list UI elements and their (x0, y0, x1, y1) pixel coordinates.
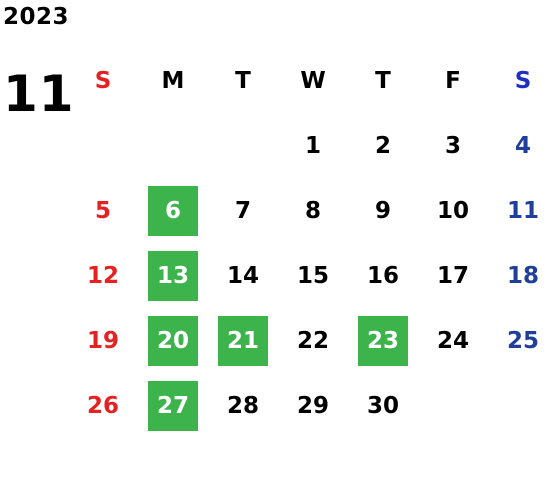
weekday-header: S (94, 67, 112, 94)
day-cell: 8 (278, 178, 348, 243)
weekday-header: M (161, 67, 185, 94)
empty-cell (488, 373, 548, 438)
day-cell: 13 (138, 243, 208, 308)
day-cell: 14 (208, 243, 278, 308)
highlighted-day[interactable]: 27 (148, 380, 198, 431)
day-number[interactable]: 29 (296, 392, 329, 419)
highlighted-day[interactable]: 21 (218, 315, 268, 366)
day-number[interactable]: 15 (296, 262, 329, 289)
day-number[interactable]: 17 (436, 262, 469, 289)
day-cell: 9 (348, 178, 418, 243)
day-number[interactable]: 28 (226, 392, 259, 419)
day-number[interactable]: 4 (514, 132, 531, 159)
day-cell: 23 (348, 308, 418, 373)
day-cell: 11 (488, 178, 548, 243)
day-cell: 2 (348, 113, 418, 178)
day-number[interactable]: 22 (296, 327, 329, 354)
day-number[interactable]: 25 (506, 327, 539, 354)
weekday-header: T (375, 67, 391, 94)
day-number[interactable]: 24 (436, 327, 469, 354)
day-cell: 17 (418, 243, 488, 308)
empty-cell (138, 113, 208, 178)
day-number[interactable]: 11 (506, 197, 539, 224)
day-cell: 26 (68, 373, 138, 438)
weekday-header: T (235, 67, 251, 94)
day-cell: 29 (278, 373, 348, 438)
highlighted-day[interactable]: 20 (148, 315, 198, 366)
day-cell: 6 (138, 178, 208, 243)
day-cell: 15 (278, 243, 348, 308)
day-cell: 19 (68, 308, 138, 373)
day-cell: 1 (278, 113, 348, 178)
weekday-header: S (514, 67, 532, 94)
day-cell: 18 (488, 243, 548, 308)
day-number[interactable]: 5 (94, 197, 111, 224)
day-cell: 25 (488, 308, 548, 373)
month-label: 11 (3, 65, 75, 123)
highlighted-day[interactable]: 23 (358, 315, 408, 366)
day-number[interactable]: 18 (506, 262, 539, 289)
day-cell: 10 (418, 178, 488, 243)
day-number[interactable]: 7 (234, 197, 251, 224)
year-label: 2023 (3, 4, 70, 30)
empty-cell (208, 113, 278, 178)
day-number[interactable]: 3 (444, 132, 461, 159)
day-cell: 28 (208, 373, 278, 438)
day-cell: 21 (208, 308, 278, 373)
day-number[interactable]: 12 (86, 262, 119, 289)
day-cell: 20 (138, 308, 208, 373)
day-number[interactable]: 16 (366, 262, 399, 289)
day-number[interactable]: 1 (304, 132, 321, 159)
weekday-header: F (445, 67, 461, 94)
empty-cell (418, 373, 488, 438)
day-cell: 24 (418, 308, 488, 373)
day-number[interactable]: 19 (86, 327, 119, 354)
day-number[interactable]: 26 (86, 392, 119, 419)
weekday-header: W (300, 67, 326, 94)
day-cell: 7 (208, 178, 278, 243)
day-cell: 3 (418, 113, 488, 178)
day-number[interactable]: 14 (226, 262, 259, 289)
day-cell: 12 (68, 243, 138, 308)
highlighted-day[interactable]: 13 (148, 250, 198, 301)
day-number[interactable]: 2 (374, 132, 391, 159)
day-cell: 27 (138, 373, 208, 438)
day-cell: 4 (488, 113, 548, 178)
day-number[interactable]: 9 (374, 197, 391, 224)
day-cell: 30 (348, 373, 418, 438)
empty-cell (68, 113, 138, 178)
day-number[interactable]: 30 (366, 392, 399, 419)
highlighted-day[interactable]: 6 (148, 185, 198, 236)
day-number[interactable]: 8 (304, 197, 321, 224)
day-cell: 5 (68, 178, 138, 243)
day-number[interactable]: 10 (436, 197, 469, 224)
day-cell: 22 (278, 308, 348, 373)
day-cell: 16 (348, 243, 418, 308)
